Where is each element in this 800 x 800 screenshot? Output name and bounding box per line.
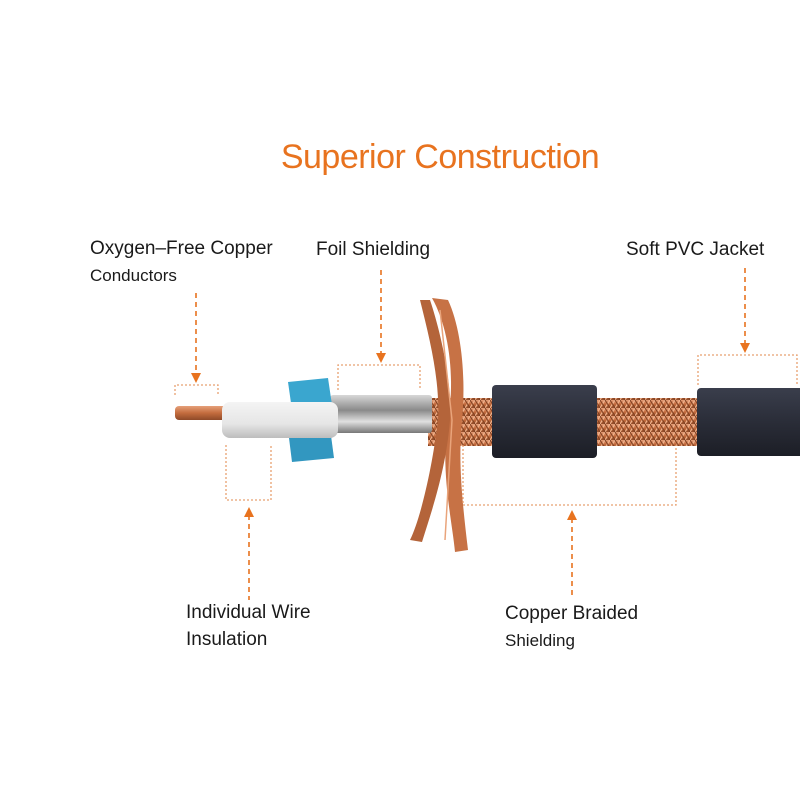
label-braid-line2: Shielding (505, 631, 575, 650)
label-insulation-line2: Insulation (186, 629, 268, 650)
label-braided-shielding: Copper Braided Shielding (505, 600, 638, 654)
label-conductors-line1: Oxygen–Free Copper (90, 238, 273, 259)
arrow-heads (191, 343, 750, 520)
copper-conductor (175, 406, 230, 420)
label-braid-line1: Copper Braided (505, 603, 639, 624)
diagram-title: Superior Construction (280, 138, 600, 176)
label-insulation: Individual Wire Insulation (186, 599, 311, 653)
jacket-segment (492, 385, 597, 458)
label-insulation-line1: Individual Wire (186, 602, 311, 623)
wire-insulation (222, 402, 338, 438)
callout-brackets (174, 354, 798, 506)
label-conductors: Oxygen–Free Copper Conductors (90, 235, 273, 289)
foil-shield (330, 395, 432, 433)
label-conductors-line2: Conductors (90, 266, 177, 285)
label-pvc-jacket: Soft PVC Jacket (626, 239, 765, 260)
label-foil-shielding: Foil Shielding (316, 239, 431, 260)
outer-jacket (697, 388, 800, 456)
braid-fan (410, 298, 468, 552)
callout-arrows (195, 268, 746, 600)
